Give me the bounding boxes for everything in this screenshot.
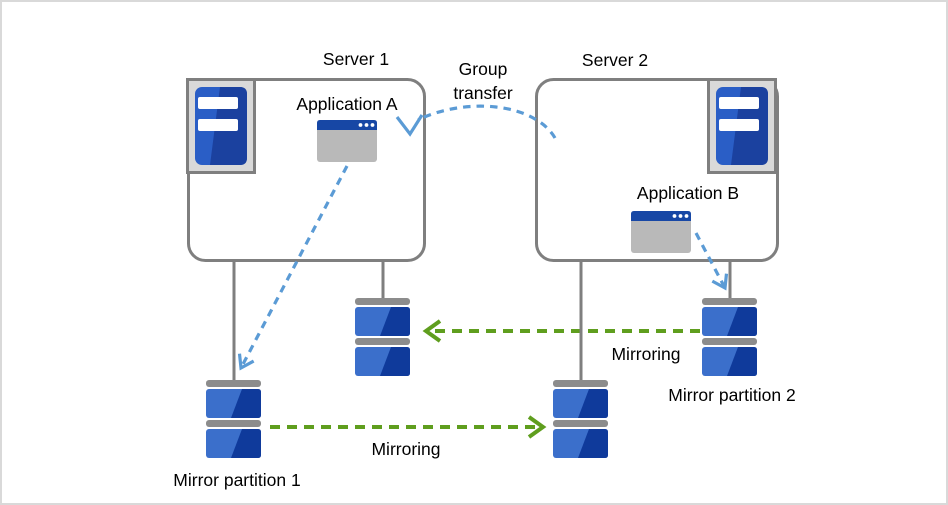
group-transfer-arrow-head: [395, 114, 424, 137]
mirroring-lower-label: Mirroring: [371, 439, 441, 459]
mirroring-arrow-lower-head: [527, 415, 547, 439]
mirror-partition-1-label: Mirror partition 1: [173, 470, 301, 490]
server2-tower-icon: [707, 78, 777, 174]
server1-disk-icon: [355, 298, 410, 376]
mirroring-arrow-upper-head: [422, 319, 442, 343]
application-a-window-icon: [317, 120, 377, 162]
mirroring-upper-label: Mirroring: [611, 344, 681, 364]
group-transfer-arrow: [417, 104, 557, 139]
server1-label: Server 1: [322, 49, 390, 69]
server2-label: Server 2: [581, 50, 649, 70]
server2-disk-icon: [553, 380, 608, 458]
app-b-to-partition2-arrow: [694, 232, 729, 291]
application-b-label: Application B: [636, 183, 740, 203]
mirror-partition-2-label: Mirror partition 2: [668, 385, 796, 405]
server1-tower-icon: [186, 78, 256, 174]
application-a-label: Application A: [296, 94, 398, 114]
mirror-partition-1-disk-icon: [206, 380, 261, 458]
mirror-partition-2-disk-icon: [702, 298, 757, 376]
group-transfer-label: Group transfer: [453, 59, 513, 103]
application-b-window-icon: [631, 211, 691, 253]
app-a-to-partition1-arrow: [237, 165, 349, 371]
